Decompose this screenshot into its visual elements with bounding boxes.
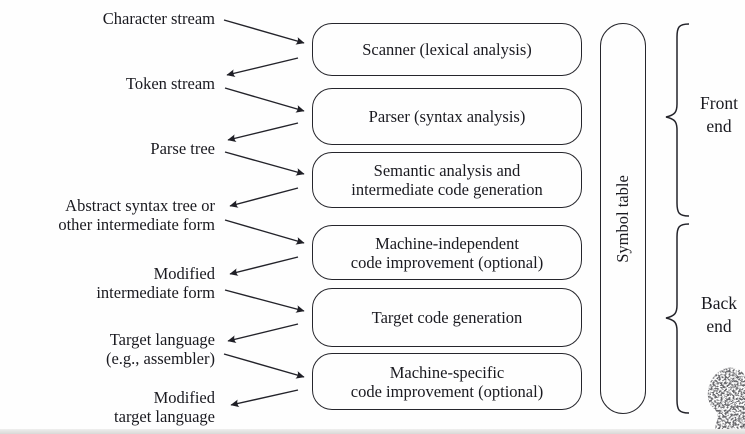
stage-scanner: Scanner (lexical analysis) (312, 23, 582, 76)
arrow-character-stream-to-scanner (223, 19, 305, 45)
arrow-token-stream-to-parser (224, 87, 305, 113)
artifact-abstract-syntax-tree: Abstract syntax tree or other intermedia… (58, 196, 215, 234)
arrow-machine-independent-to-modified-if (229, 256, 299, 276)
arrow-parse-tree-to-semantic-analysis (224, 151, 305, 176)
arrow-scanner-to-token-stream (226, 57, 299, 77)
arrow-target-codegen-to-target-language (227, 323, 299, 343)
arrow-machine-specific-to-modified-target (230, 389, 299, 408)
artifact-modified-target-language: Modified target language (114, 388, 215, 426)
arrow-semantic-analysis-to-ast (229, 187, 299, 208)
stage-machine-independent-improvement: Machine-independent code improvement (op… (312, 225, 582, 280)
stage-machine-specific-improvement: Machine-specific code improvement (optio… (312, 353, 582, 410)
front-end-brace (665, 23, 690, 217)
scan-edge-strip (0, 429, 745, 434)
back-end-brace (665, 223, 690, 414)
back-end-label: Back end (701, 293, 737, 336)
artifact-parse-tree: Parse tree (150, 139, 215, 158)
arrow-parser-to-parse-tree (227, 122, 299, 142)
arrow-modified-if-to-target-codegen (224, 289, 305, 313)
symbol-table-label: Symbol table (613, 174, 633, 263)
arrow-ast-to-machine-independent (224, 219, 305, 245)
stage-parser: Parser (syntax analysis) (312, 88, 582, 145)
symbol-table: Symbol table (600, 23, 646, 414)
arrow-target-language-to-machine-specific (223, 353, 305, 379)
artifact-target-language: Target language (e.g., assembler) (105, 330, 215, 368)
artifact-token-stream: Token stream (125, 74, 215, 93)
stage-semantic-analysis: Semantic analysis and intermediate code … (312, 152, 582, 208)
stage-target-code-generation: Target code generation (312, 288, 582, 347)
artifact-modified-intermediate-form: Modified intermediate form (96, 264, 215, 302)
watermark-texture (707, 367, 745, 434)
front-end-label: Front end (700, 93, 738, 136)
artifact-character-stream: Character stream (102, 9, 215, 28)
